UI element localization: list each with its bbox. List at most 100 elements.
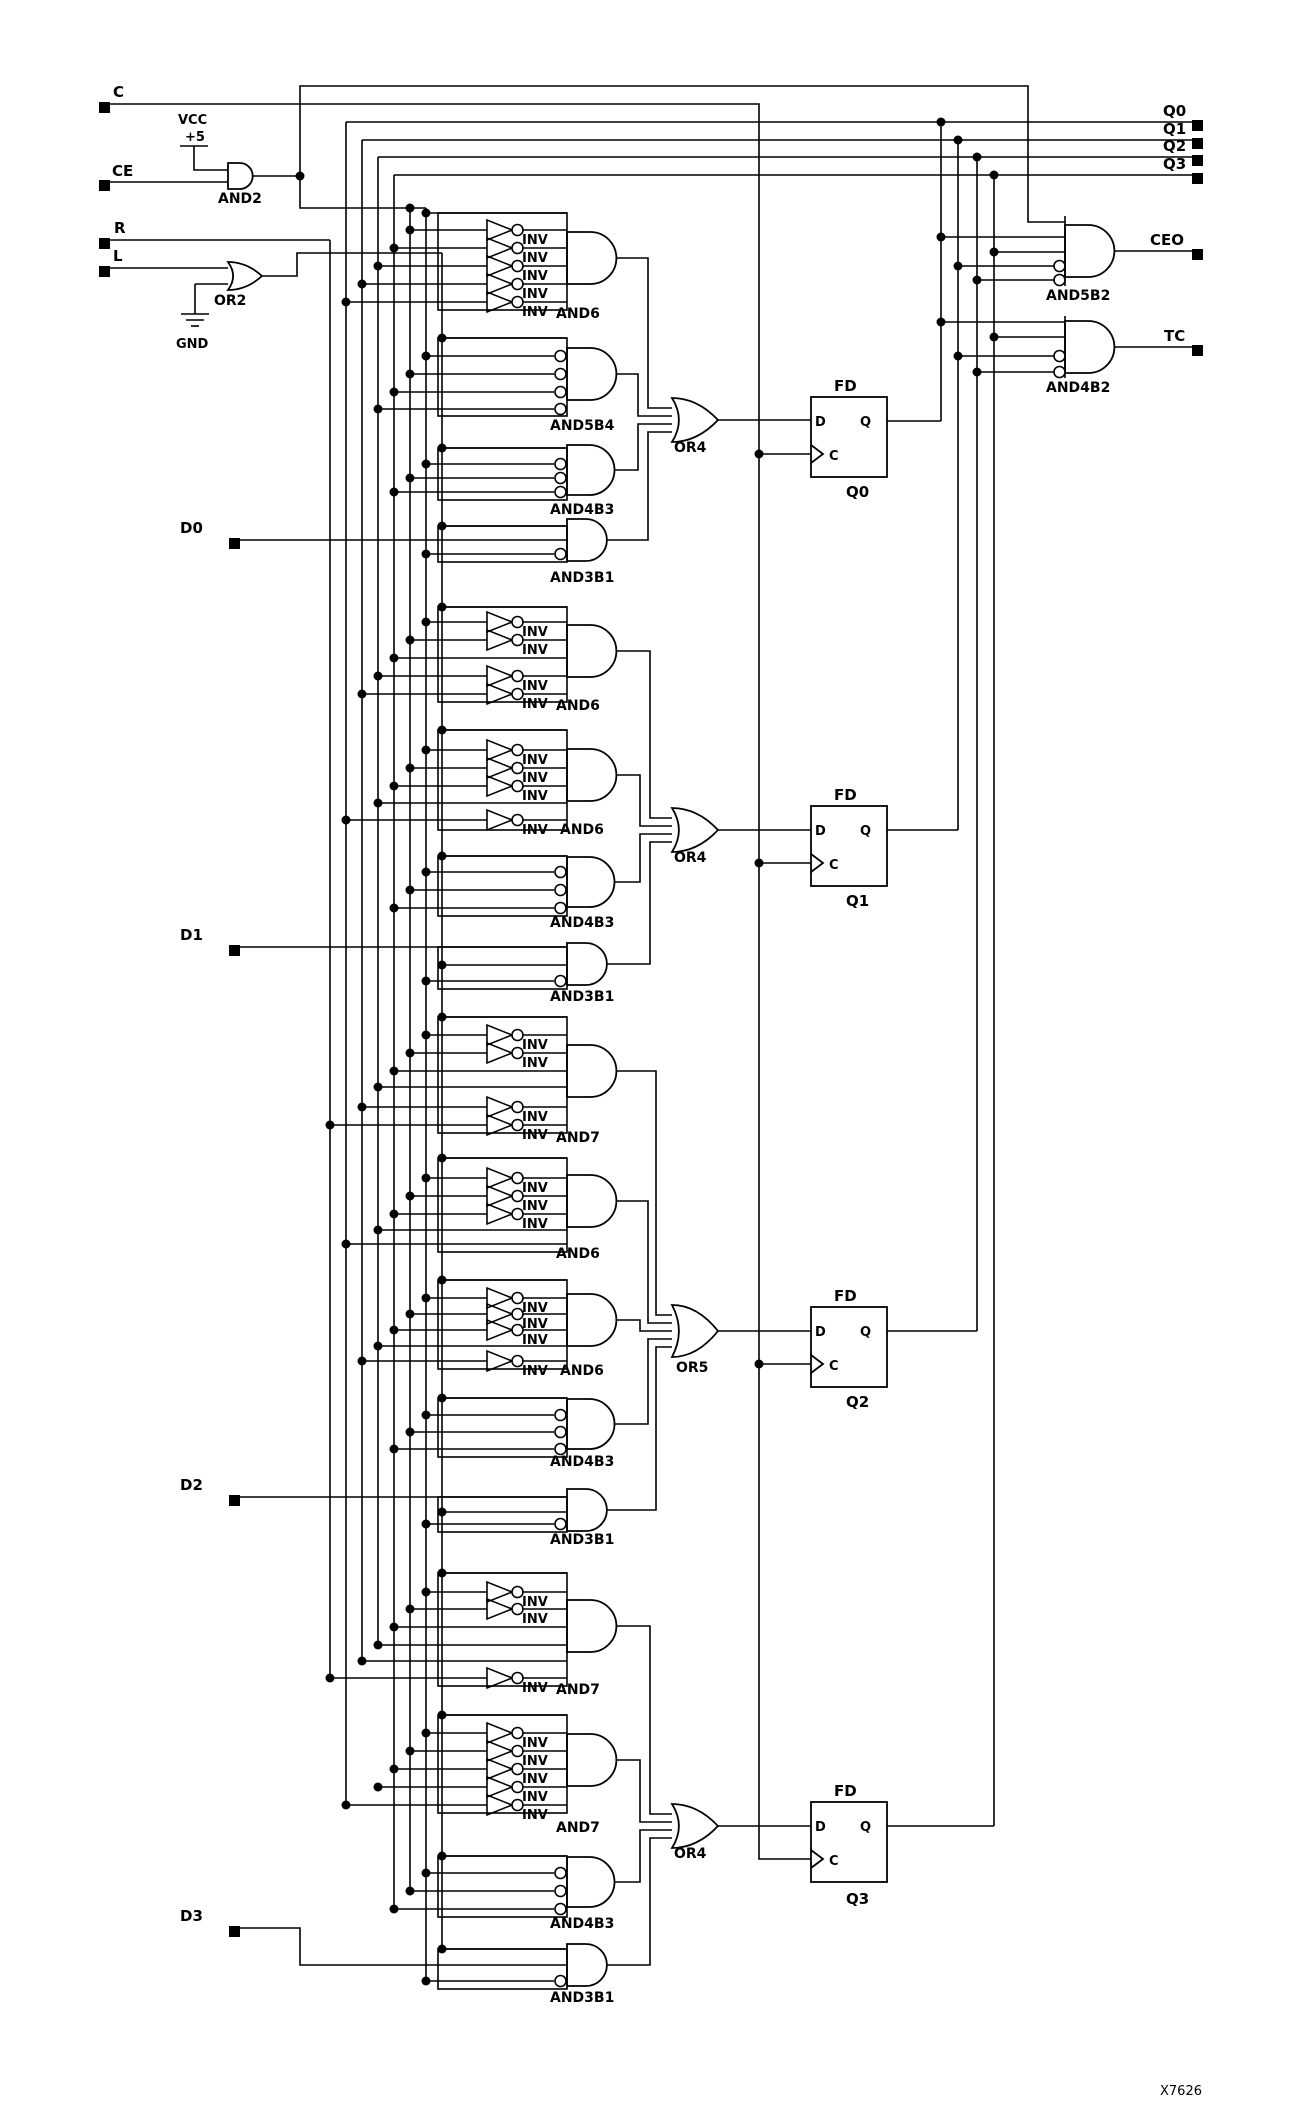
- junction-dot: [421, 549, 431, 559]
- fd-flipflop: [810, 396, 888, 478]
- input-bubble-icon: [554, 349, 567, 363]
- junction-dot: [437, 1393, 447, 1403]
- schematic-label: AND6: [556, 306, 600, 322]
- junction-dot: [389, 1325, 399, 1335]
- junction-dot: [373, 671, 383, 681]
- junction-dot: [437, 1568, 447, 1578]
- inverter-icon: [486, 682, 515, 706]
- schematic-label: CE: [112, 162, 133, 180]
- junction-dot: [357, 1656, 367, 1666]
- wire: [299, 176, 426, 209]
- inverter-icon: [486, 1302, 515, 1326]
- and-gate: [566, 856, 616, 908]
- schematic-label: OR5: [676, 1360, 708, 1376]
- junction-dot: [405, 1191, 415, 1201]
- inverter-icon: [486, 1757, 515, 1781]
- schematic-label: AND6: [560, 1363, 604, 1379]
- inverter-icon: [486, 1349, 515, 1373]
- inverter-bubble-icon: [511, 1671, 524, 1685]
- inverter-icon: [486, 1318, 515, 1342]
- inverter-icon: [486, 1597, 515, 1621]
- inverter-bubble-icon: [511, 1780, 524, 1794]
- and-gate: [566, 748, 618, 802]
- inverter-label: INV: [522, 1736, 548, 1751]
- clock-triangle-icon: [810, 1849, 825, 1869]
- input-bubble-icon: [554, 547, 567, 561]
- fd-pin-label: D: [815, 824, 826, 839]
- inverter-bubble-icon: [511, 615, 524, 629]
- schematic-label: AND6: [556, 698, 600, 714]
- wire: [616, 1625, 672, 1815]
- schematic-label: GND: [176, 337, 209, 352]
- input-bubble-icon: [554, 1974, 567, 1988]
- junction-dot: [437, 602, 447, 612]
- junction-dot: [437, 333, 447, 343]
- schematic-label: TC: [1164, 327, 1185, 345]
- inverter-icon: [486, 1739, 515, 1763]
- wire: [607, 841, 672, 965]
- input-collection-box: [437, 1948, 568, 1990]
- junction-dot: [325, 1120, 335, 1130]
- schematic-label: Q3: [1163, 155, 1186, 173]
- inverter-icon: [486, 610, 515, 634]
- input-bubble-icon: [554, 1884, 567, 1898]
- inverter-icon: [486, 254, 515, 278]
- junction-dot: [357, 1102, 367, 1112]
- inverter-icon: [486, 756, 515, 780]
- junction-dot: [389, 387, 399, 397]
- inverter-label: INV: [522, 643, 548, 658]
- inverter-label: INV: [522, 1038, 548, 1053]
- wire: [262, 252, 442, 277]
- fd-pin-label: D: [815, 1325, 826, 1340]
- inverter-label: INV: [522, 1333, 548, 1348]
- input-collection-box: [437, 1397, 568, 1458]
- junction-dot: [341, 297, 351, 307]
- schematic-label: AND3B1: [550, 1990, 614, 2006]
- wire: [299, 85, 1065, 223]
- fd-pin-label: D: [815, 1820, 826, 1835]
- inverter-bubble-icon: [511, 1291, 524, 1305]
- ceo-terminal: [1192, 249, 1203, 260]
- junction-dots: [295, 117, 999, 1986]
- inverter-icon: [486, 628, 515, 652]
- input-bubble-icon: [554, 865, 567, 879]
- junction-dot: [405, 885, 415, 895]
- inverter-icon: [486, 1023, 515, 1047]
- inverter-label: INV: [522, 1056, 548, 1071]
- q2-terminal: [1192, 155, 1203, 166]
- tc-terminal: [1192, 345, 1203, 356]
- wire: [614, 423, 672, 471]
- fd-pin-label: C: [829, 1359, 839, 1374]
- junction-dot: [953, 135, 963, 145]
- inverter-icon: [486, 1721, 515, 1745]
- flip-flops: [810, 396, 888, 1883]
- junction-dot: [754, 1359, 764, 1369]
- junction-dot: [989, 247, 999, 257]
- inverters: [486, 218, 1066, 1988]
- junction-dot: [389, 1444, 399, 1454]
- input-collection-box: [437, 855, 568, 917]
- inverter-label: INV: [522, 1754, 548, 1769]
- junction-dot: [972, 275, 982, 285]
- inverter-label: INV: [522, 789, 548, 804]
- schematic-label: FD: [834, 377, 857, 395]
- junction-dot: [421, 1519, 431, 1529]
- schematic-label: Q0: [1163, 102, 1186, 120]
- junction-dot: [972, 152, 982, 162]
- junction-dot: [405, 1886, 415, 1896]
- input-bubble-icon: [1053, 349, 1066, 363]
- wire: [607, 431, 672, 541]
- inverter-icon: [486, 1286, 515, 1310]
- inverter-label: INV: [522, 233, 548, 248]
- fd-pin-label: Q: [860, 1820, 871, 1835]
- schematic-label: AND7: [556, 1820, 600, 1836]
- and-gate: [1064, 320, 1116, 374]
- junction-dot: [936, 117, 946, 127]
- and-gate: [566, 444, 616, 496]
- junction-dot: [437, 1944, 447, 1954]
- inverter-label: INV: [522, 1808, 548, 1823]
- junction-dot: [373, 1782, 383, 1792]
- inverter-label: INV: [522, 679, 548, 694]
- inverter-label: INV: [522, 1772, 548, 1787]
- wire: [616, 1070, 672, 1316]
